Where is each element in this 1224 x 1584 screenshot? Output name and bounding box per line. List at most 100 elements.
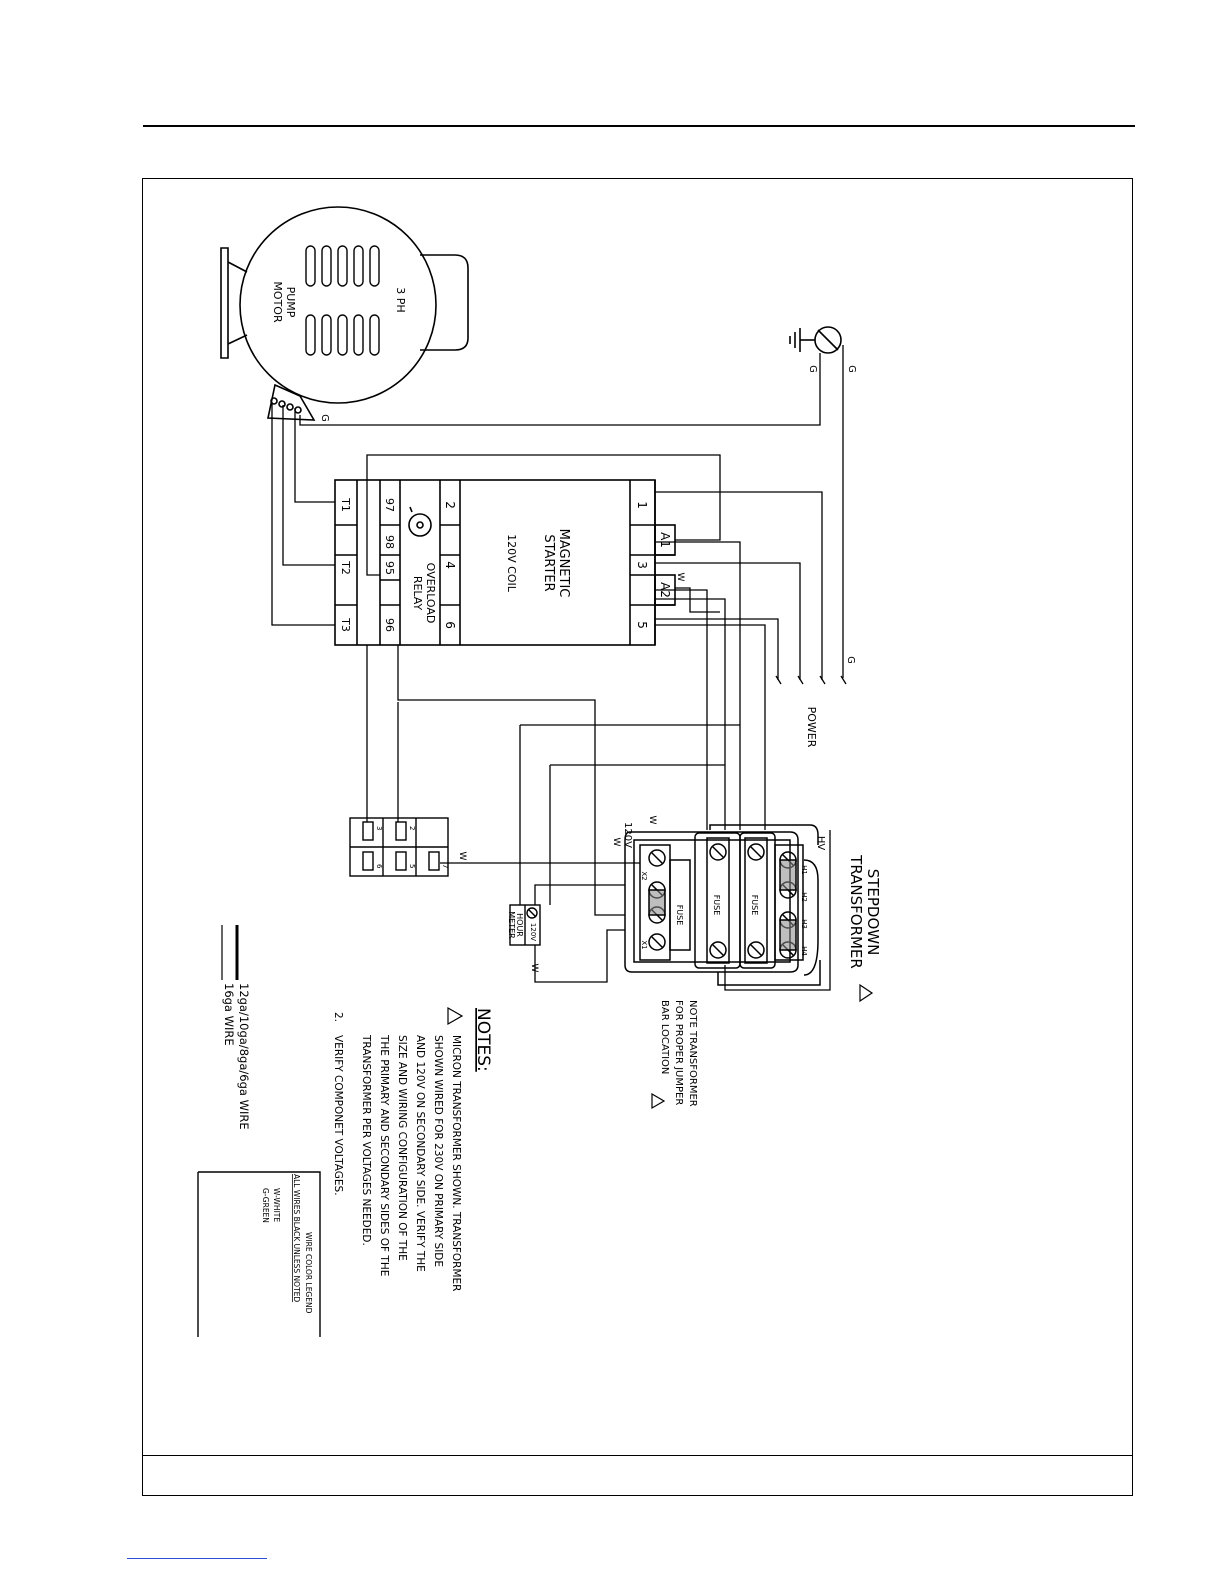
power-label: POWER [805, 707, 818, 748]
overload-reset-dial[interactable] [408, 513, 432, 537]
note1-line6: TRANSFORMER PER VOLTAGES NEEDED. [360, 1034, 372, 1246]
terminal-block-cell-2: 2 [408, 826, 416, 830]
jumper-bar-x [648, 889, 666, 916]
motor-endbell [420, 254, 469, 351]
motor-lead-3 [286, 403, 294, 411]
overload-label-line2: RELAY [411, 576, 424, 611]
motor-cooling-fins [305, 245, 380, 356]
hour-meter [509, 904, 541, 946]
motor-lead-4 [294, 406, 302, 414]
starter-terminal-t3: T3 [339, 617, 352, 632]
starter-terminal-a1: A1 [658, 532, 672, 548]
starter-terminal-t2: T2 [339, 560, 352, 575]
transformer-term-h3: H3 [800, 919, 808, 929]
warning-triangle-icon [447, 1006, 464, 1026]
starter-terminal-6: 6 [443, 621, 457, 629]
pump-motor [220, 206, 469, 421]
motor-phase-label: 3 PH [394, 287, 407, 312]
terminal-block-cell-6: 6 [375, 864, 383, 869]
footnote-rule [127, 1558, 267, 1559]
starter-terminal-1: 1 [635, 501, 649, 509]
transformer-fuse-1: FUSE [712, 895, 721, 916]
starter-terminal-5: 5 [635, 621, 649, 629]
stepdown-transformer [624, 824, 821, 986]
starter-terminal-t1: T1 [339, 497, 352, 512]
transformer-title-line2: TRANSFORMER [847, 854, 865, 969]
starter-terminal-3: 3 [635, 561, 649, 569]
starter-coil-label: 120V COIL [505, 534, 518, 593]
transformer-term-h2: H2 [800, 892, 808, 902]
color-legend-line2: W-WHITE [272, 1188, 281, 1222]
hour-meter-voltage: 120V [529, 923, 537, 941]
starter-label-line1: MAGNETIC [556, 529, 571, 598]
color-legend-box [197, 1171, 321, 1337]
ground-symbol [789, 326, 842, 354]
wiring [271, 345, 847, 991]
note2-number: 2. [332, 1012, 344, 1022]
overload-terminal-96: 96 [383, 618, 396, 632]
transformer-top-white: W [647, 816, 657, 825]
title-block-rule [142, 1455, 1133, 1456]
hour-meter-white-mark: W [529, 964, 539, 973]
motor-ground-label: G [319, 414, 330, 422]
power-ground-label: G [845, 656, 856, 664]
transformer-term-x1: X1 [640, 940, 648, 949]
terminal-block-cell-7: 7 [441, 864, 449, 868]
warning-triangle-icon [651, 1092, 666, 1110]
terminal-block-cell-5: 5 [408, 864, 416, 868]
color-legend-title: WIRE COLOR LEGEND [304, 1232, 313, 1314]
transformer-term-h1: H1 [800, 865, 808, 875]
note2-text: VERIFY COMPONET VOLTAGES. [332, 1035, 344, 1196]
jumper-bar-h3-h4 [779, 919, 797, 951]
motor-housing [239, 206, 437, 404]
motor-lead-1 [270, 397, 278, 405]
motor-label-line1: PUMP [284, 287, 297, 318]
wire-key-light-label: 16ga WIRE [222, 983, 236, 1046]
transformer-note-line2: FOR PROPER JUMPER [673, 1000, 684, 1105]
motor-junction-box [267, 383, 316, 421]
drawing-frame [142, 178, 1133, 1496]
hour-meter-line1: HOUR [515, 913, 524, 937]
transformer-title-line1: STEPDOWN [864, 869, 882, 956]
overload-terminal-98: 98 [383, 535, 396, 549]
wire-key [221, 925, 239, 980]
transformer-fuse-2: FUSE [750, 895, 759, 916]
note1-line3: AND 120V ON SECONDARY SIDE. VERIFY THE [414, 1035, 426, 1272]
overload-terminal-97: 97 [383, 498, 396, 512]
header-rule [143, 125, 1135, 127]
starter-terminal-2: 2 [443, 501, 457, 509]
starter-white-mark: W [675, 573, 685, 582]
starter-terminal-4: 4 [443, 561, 457, 569]
starter-label-line2: STARTER [541, 534, 556, 591]
terminal-block-white-mark: W [457, 852, 467, 861]
ground-label-2: G [807, 365, 818, 373]
motor-mount-flange [220, 247, 248, 359]
jumper-bar-h1-h2 [779, 859, 797, 891]
transformer-term-x2: X2 [640, 871, 648, 880]
overload-terminal-95: 95 [383, 561, 396, 575]
transformer-hv-label: HV [815, 836, 826, 851]
transformer-screws [648, 843, 797, 959]
transformer-fuse-3: FUSE [675, 905, 684, 926]
note1-line5: THE PRIMARY AND SECONDARY SIDES OF THE [378, 1034, 390, 1276]
note1-line2: SHOWN WIRED FOR 230V ON PRIMARY SIDE [432, 1035, 444, 1267]
motor-lead-2 [278, 400, 286, 408]
motor-label-line2: MOTOR [271, 281, 284, 323]
note1-line4: SIZE AND WIRING CONFIGURATION OF THE [396, 1035, 408, 1261]
notes-title: NOTES: [473, 1008, 493, 1072]
transformer-term-h4: H4 [800, 946, 808, 956]
transformer-note-line3: BAR LOCATION [659, 1000, 670, 1074]
wire-key-heavy-label: 12ga/10ga/8ga/6ga WIRE [237, 983, 251, 1130]
terminal-block-cell-3: 3 [375, 826, 383, 830]
warning-triangle-icon [859, 983, 874, 1003]
overload-label-line1: OVERLOAD [424, 563, 437, 624]
terminal-block [349, 817, 449, 877]
transformer-secondary-white: W [611, 838, 621, 847]
transformer-secondary-voltage: 120V [622, 822, 633, 848]
ground-label-1: G [846, 365, 857, 373]
note1-line1: MICRON TRANSFORMER SHOWN. TRANSFORMER [450, 1035, 462, 1291]
color-legend-line3: G-GREEN [261, 1188, 270, 1223]
transformer-note-line1: NOTE TRANSFORMER [687, 1000, 698, 1107]
color-legend-line1: ALL WIRES BLACK UNLESS NOTED [292, 1174, 301, 1302]
